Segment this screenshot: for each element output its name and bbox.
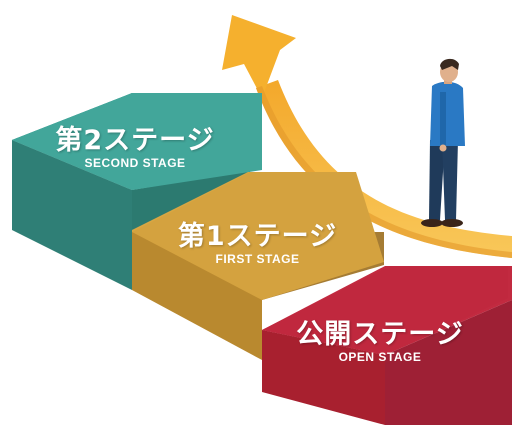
first-stage-title: 第1ステージ <box>177 221 338 252</box>
first-stage-block <box>132 172 384 360</box>
open-stage-block <box>262 266 512 425</box>
first-stage-subtitle: FIRST STAGE <box>215 252 300 266</box>
second-stage-block <box>12 93 262 290</box>
open-stage-subtitle: OPEN STAGE <box>338 350 422 364</box>
first-stage-label: 第1ステージ FIRST STAGE <box>155 214 360 266</box>
businessman-figure <box>421 58 465 227</box>
open-stage-label: 公開ステージ OPEN STAGE <box>280 312 480 364</box>
second-stage-label: 第2ステージ SECOND STAGE <box>30 118 240 170</box>
second-stage-subtitle: SECOND STAGE <box>84 156 186 170</box>
open-stage-title: 公開ステージ <box>296 319 464 350</box>
second-stage-title: 第2ステージ <box>55 125 215 156</box>
